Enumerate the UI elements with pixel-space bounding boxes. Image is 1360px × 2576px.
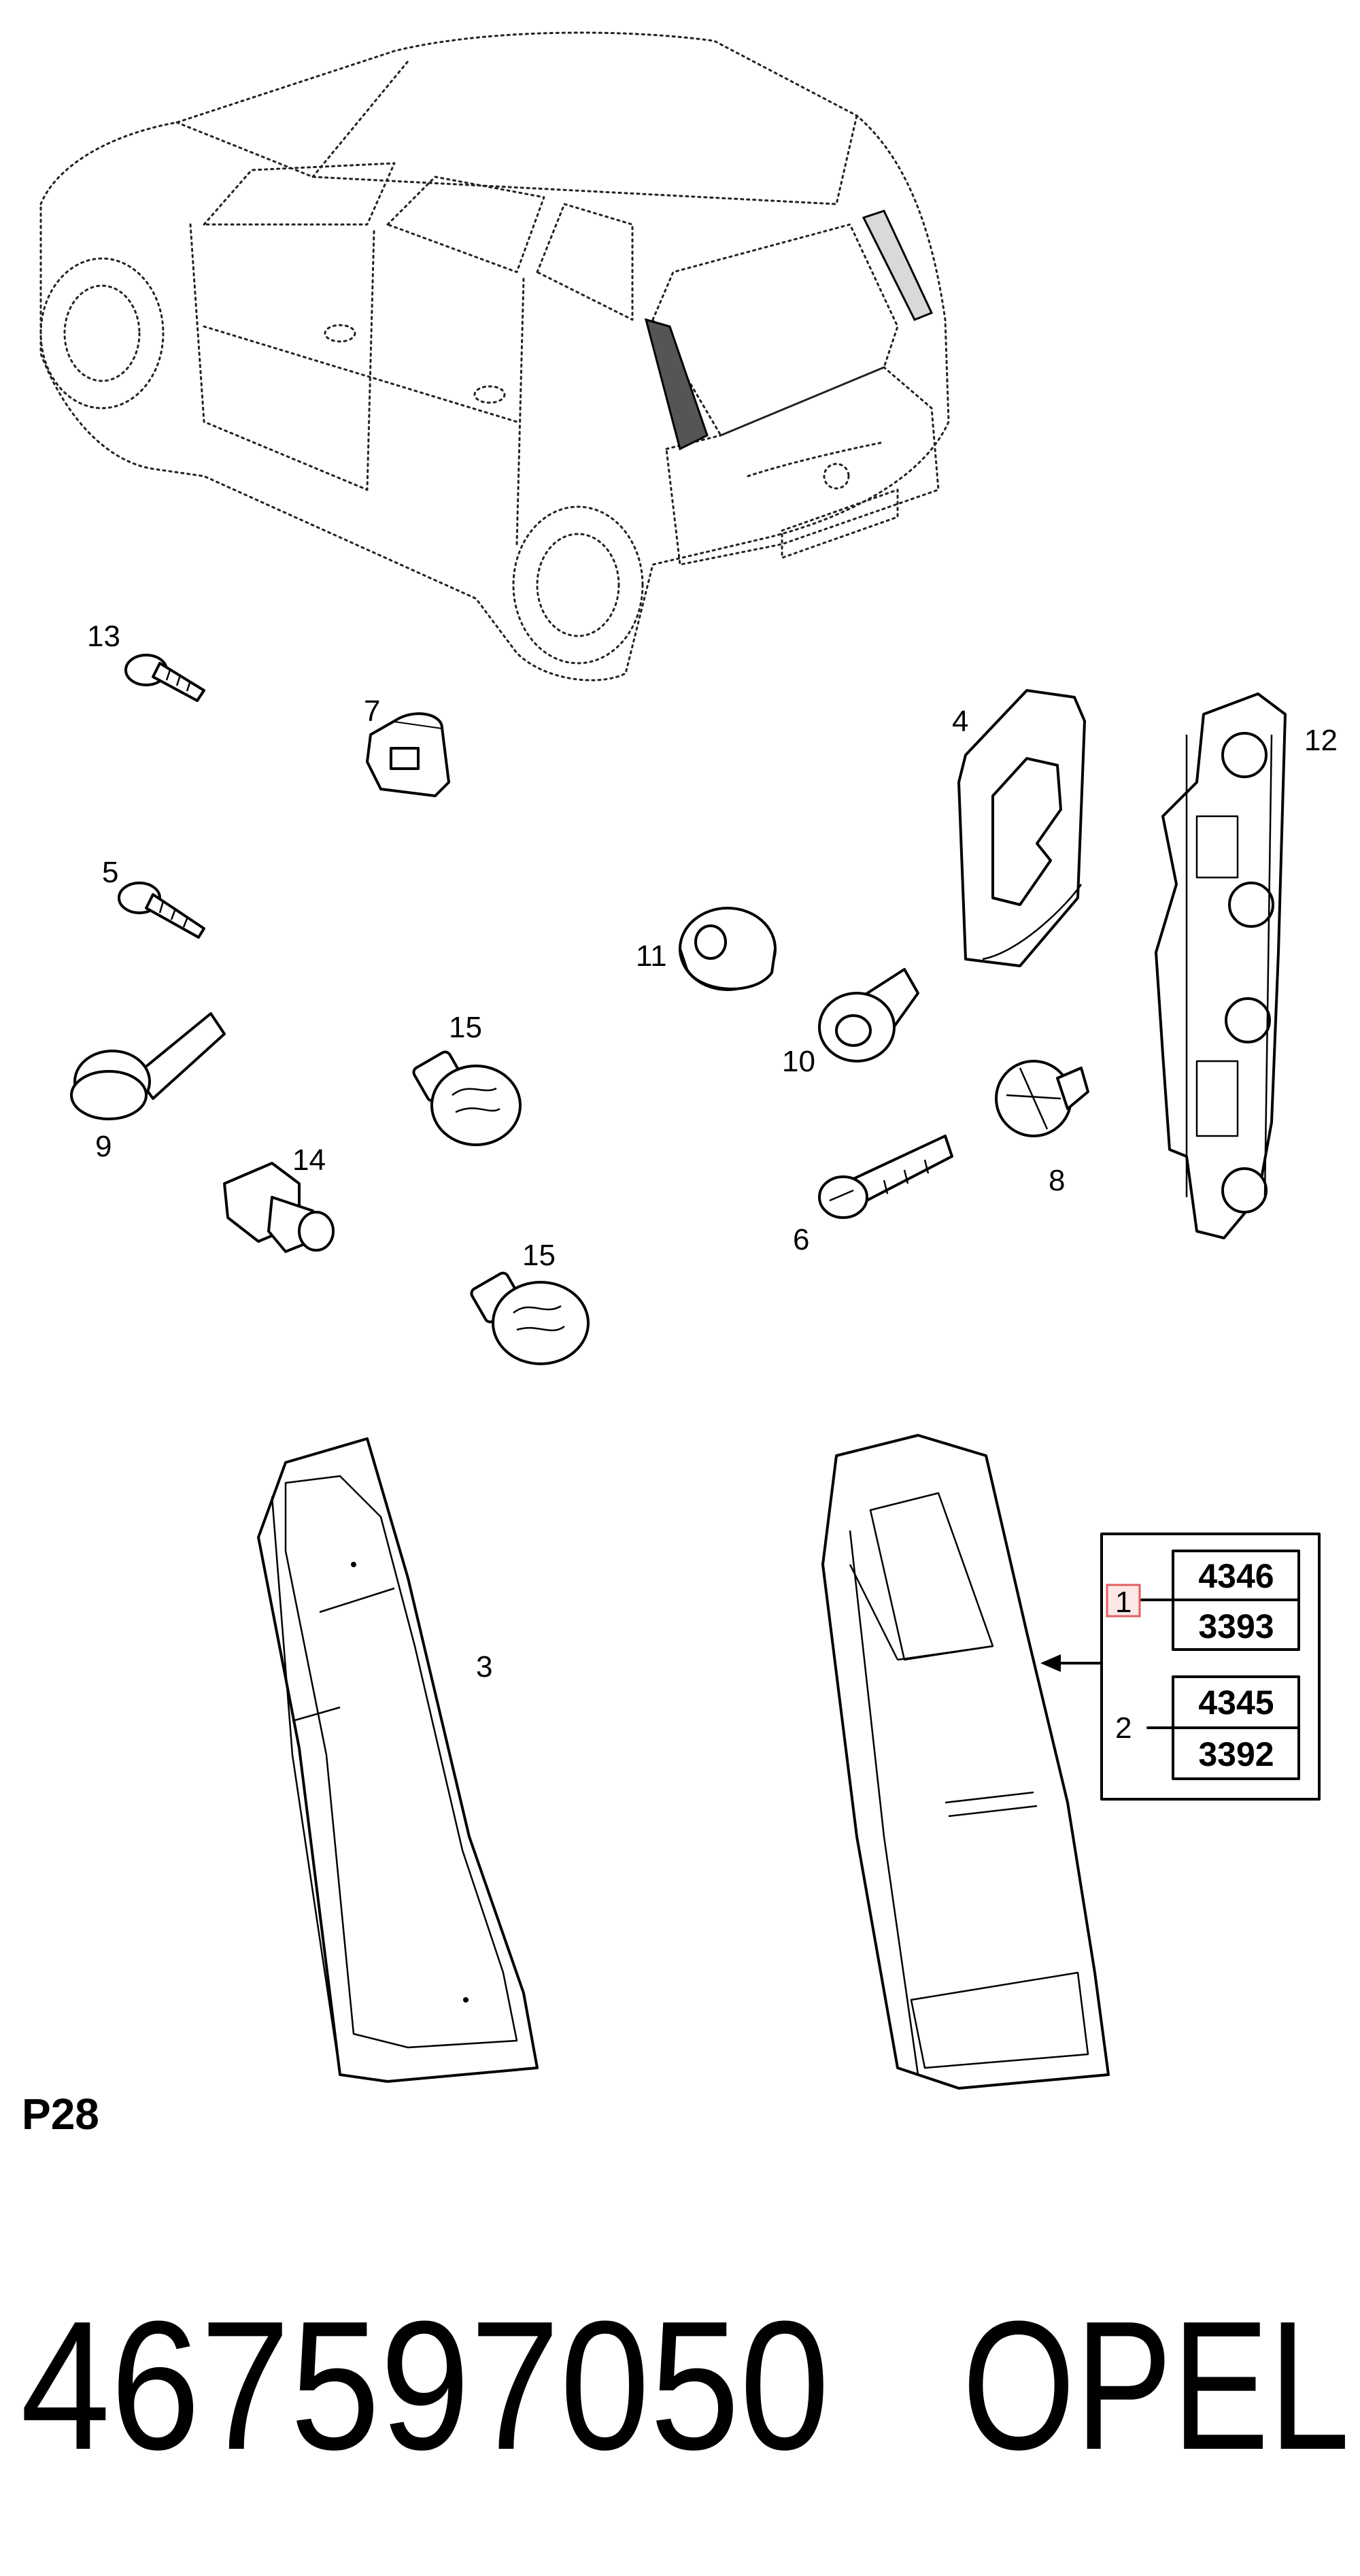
callout-13: 13 [87,620,120,653]
callout-2: 2 [1115,1711,1132,1745]
part-6-bolt [818,1135,953,1219]
part-12-carrier [1155,692,1287,1239]
variant-1-code-a: 4346 [1198,1557,1274,1595]
callout-7: 7 [364,695,380,728]
page-code: P28 [22,2090,99,2139]
callout-15-upper: 15 [449,1011,482,1044]
callout-15-lower: 15 [522,1239,556,1272]
car-illustration [39,31,950,682]
variant-2-code-b: 3392 [1198,1735,1274,1773]
variant-1-code-b: 3393 [1198,1607,1274,1645]
callout-5: 5 [102,856,118,889]
part-5-screw [118,882,205,939]
callout-14: 14 [292,1143,326,1177]
part-number: 467597050 [20,2284,830,2488]
part-10-grommet [818,968,919,1063]
callout-1: 1 [1115,1586,1132,1619]
variant-2-code-a: 4345 [1198,1684,1274,1722]
part-15-bulb-lower [470,1271,590,1365]
brand-name: OPEL [962,2284,1350,2488]
callouts: 13 7 4 12 5 11 15 10 9 14 8 6 15 3 1 2 [87,620,1338,1745]
callout-6: 6 [793,1223,809,1256]
part-11-grommet [679,907,777,991]
callout-4: 4 [952,705,968,738]
part-9-pin [70,1012,226,1120]
part-14-holder [223,1162,335,1253]
callout-12: 12 [1304,724,1338,757]
part-3-lamp-seal [257,1437,539,2083]
pointer-arrow [1040,1654,1103,1672]
callout-9: 9 [95,1130,112,1163]
part-13-screw [124,654,205,702]
callout-3: 3 [476,1650,492,1684]
part-7-clip [366,712,450,797]
lamp-lens-assembly [821,1434,1110,2090]
variant-table: 4346 3393 4345 3392 [1100,1533,1321,1801]
part-15-bulb-upper [412,1050,522,1146]
part-8-nut [995,1060,1089,1137]
part-4-gasket [957,689,1086,967]
highlight-box [1106,1584,1141,1618]
callout-10: 10 [782,1045,815,1078]
callout-11: 11 [636,939,667,973]
callout-8: 8 [1049,1164,1065,1197]
